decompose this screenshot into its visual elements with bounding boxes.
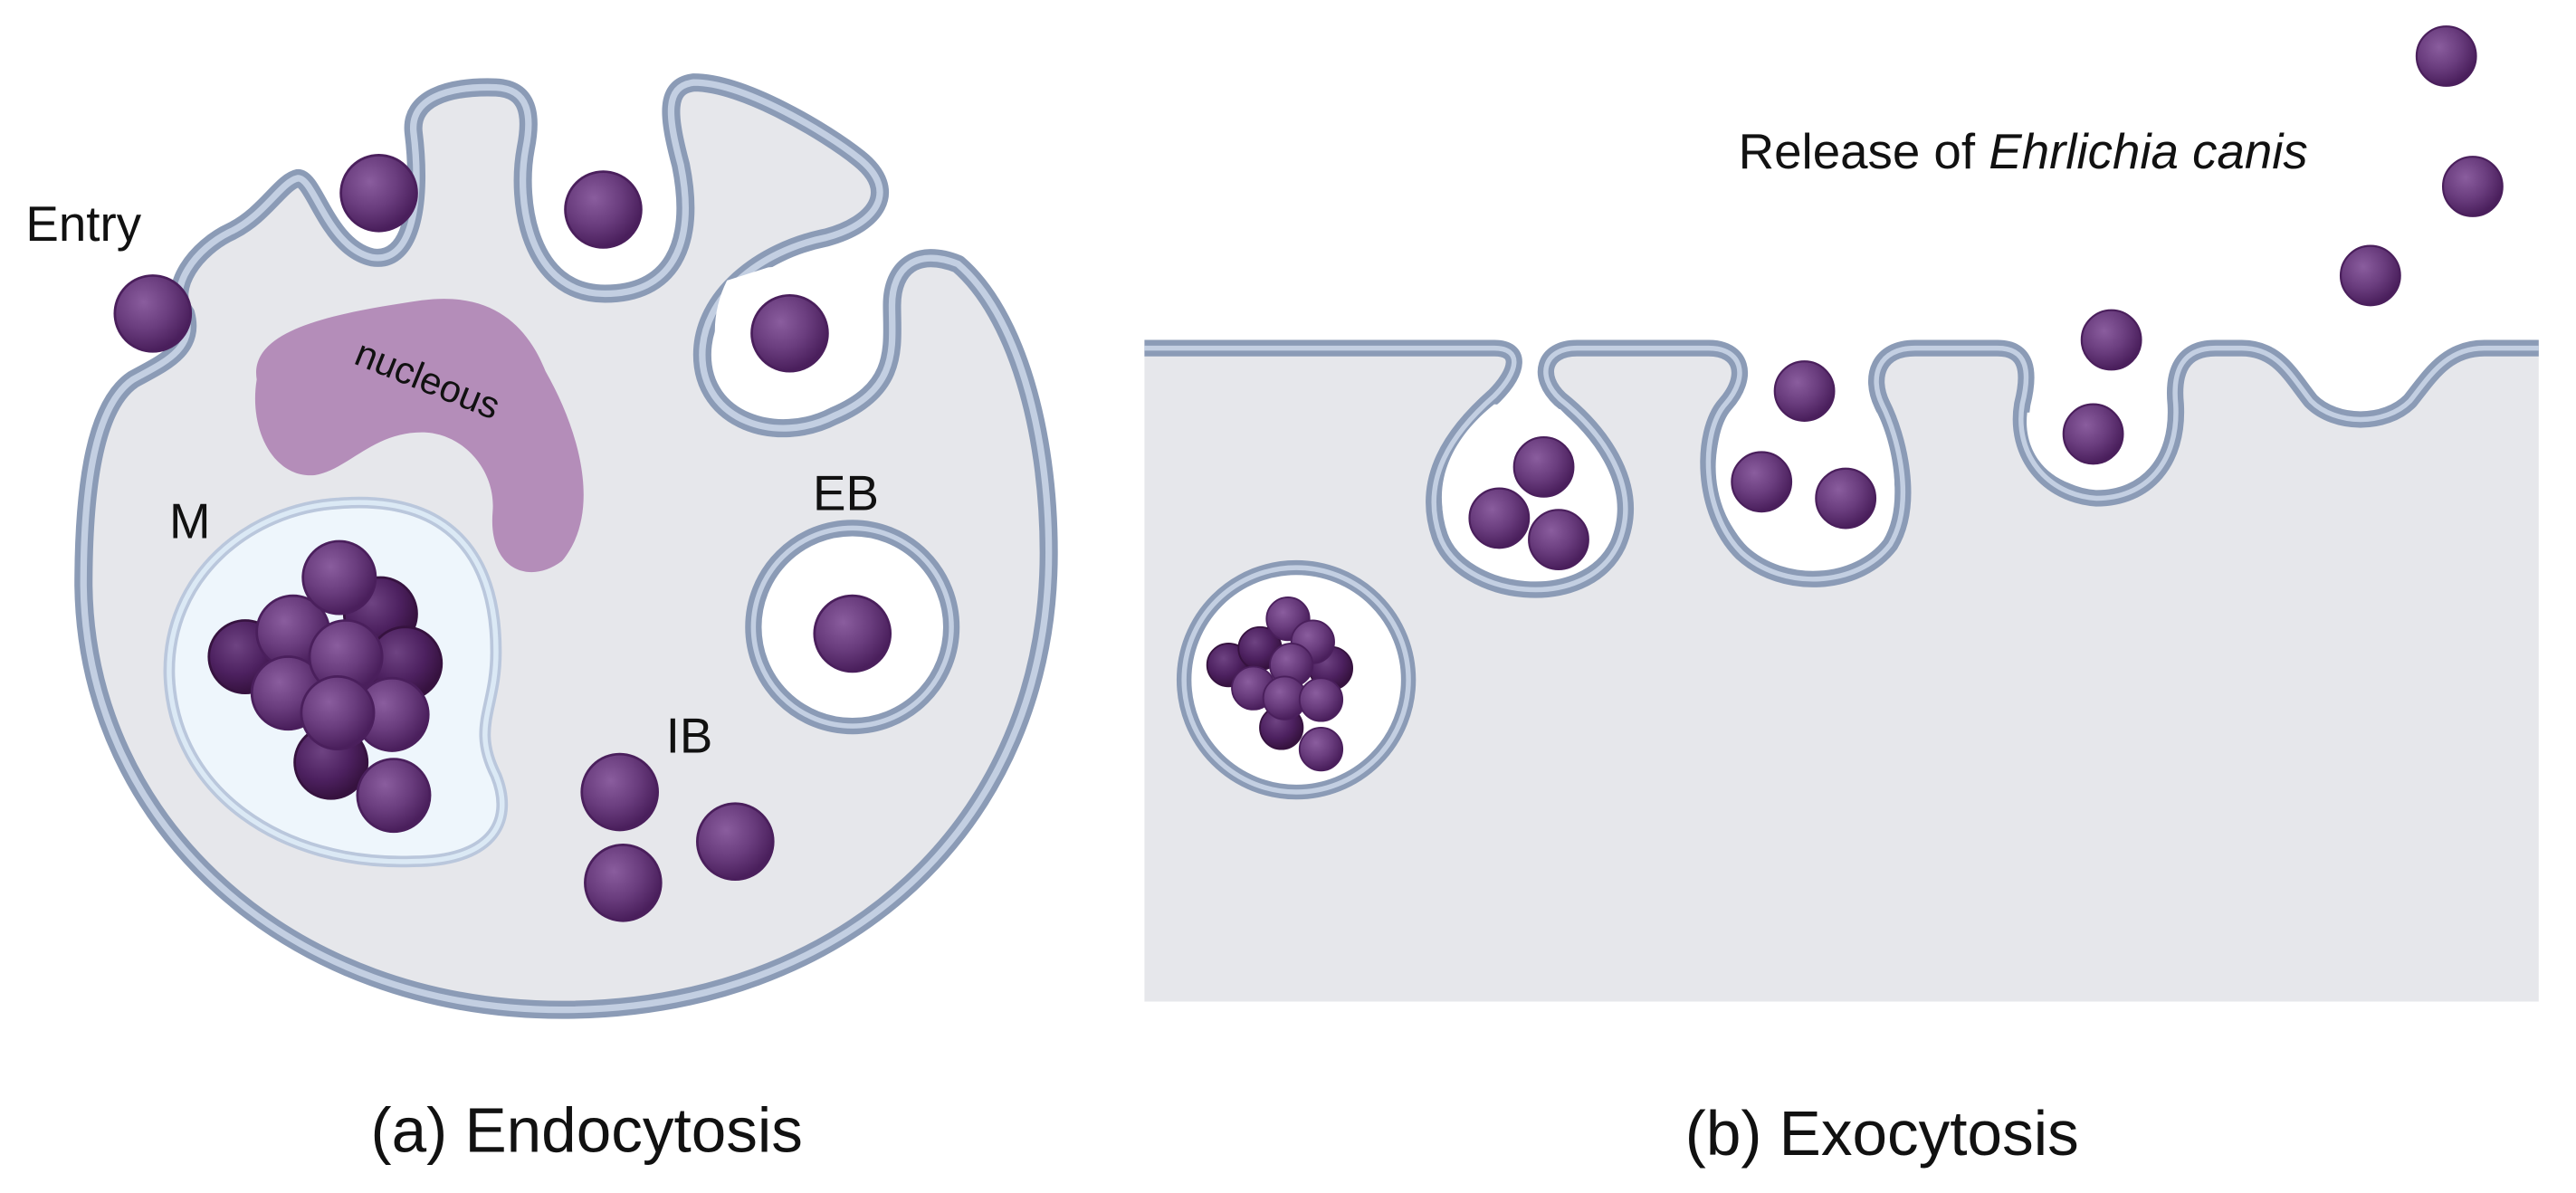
panel-endocytosis: Entry nucleous M EB IB xyxy=(25,73,1058,1019)
bacterium-pit-2 xyxy=(564,170,643,249)
caption-endocytosis: (a) Endocytosis xyxy=(371,1094,803,1165)
morula-cluster xyxy=(207,539,444,834)
bacterium-v1b xyxy=(1468,487,1531,549)
label-release-prefix: Release of xyxy=(1739,123,1989,179)
bacterium-v2c xyxy=(1815,467,1877,530)
exocytosis-bacteria xyxy=(1468,25,2504,571)
bacterium-released-3 xyxy=(2415,25,2477,87)
bacterium-eb xyxy=(813,594,892,673)
morula-cluster-b xyxy=(1206,596,1354,772)
ib-bacteria-group xyxy=(580,752,775,922)
bacterium-v3b xyxy=(2062,403,2124,465)
bacterium-released-1 xyxy=(2339,244,2401,307)
bacterium-v2b xyxy=(1731,451,1793,513)
bacterium-v1a xyxy=(1512,435,1575,498)
bacterium-v1c xyxy=(1528,509,1589,571)
bacterium-entry xyxy=(113,274,193,353)
bacterium-released-2 xyxy=(2441,156,2504,217)
label-release: Release of Ehrlichia canis xyxy=(1739,123,2308,179)
panel-exocytosis: Release of Ehrlichia canis xyxy=(1144,25,2539,1002)
bacterium-ib-1 xyxy=(580,752,659,832)
bacterium-pocket xyxy=(750,293,829,373)
bacterium-pit-1 xyxy=(339,153,418,233)
bacterium-ib-2 xyxy=(696,802,775,882)
nucleus-shape xyxy=(254,299,584,573)
label-entry: Entry xyxy=(25,196,141,252)
bacteria-entry-group xyxy=(113,153,892,673)
label-ib: IB xyxy=(666,707,713,763)
label-release-species: Ehrlichia canis xyxy=(1989,123,2307,179)
label-m: M xyxy=(169,492,211,549)
bacterium-ib-3 xyxy=(584,843,663,922)
bacterium-v3a xyxy=(2080,309,2142,371)
caption-exocytosis: (b) Exocytosis xyxy=(1685,1098,2079,1169)
label-eb: EB xyxy=(813,464,879,520)
host-cell-surface xyxy=(1144,348,2539,1002)
bacterium-v2a xyxy=(1773,360,1836,422)
